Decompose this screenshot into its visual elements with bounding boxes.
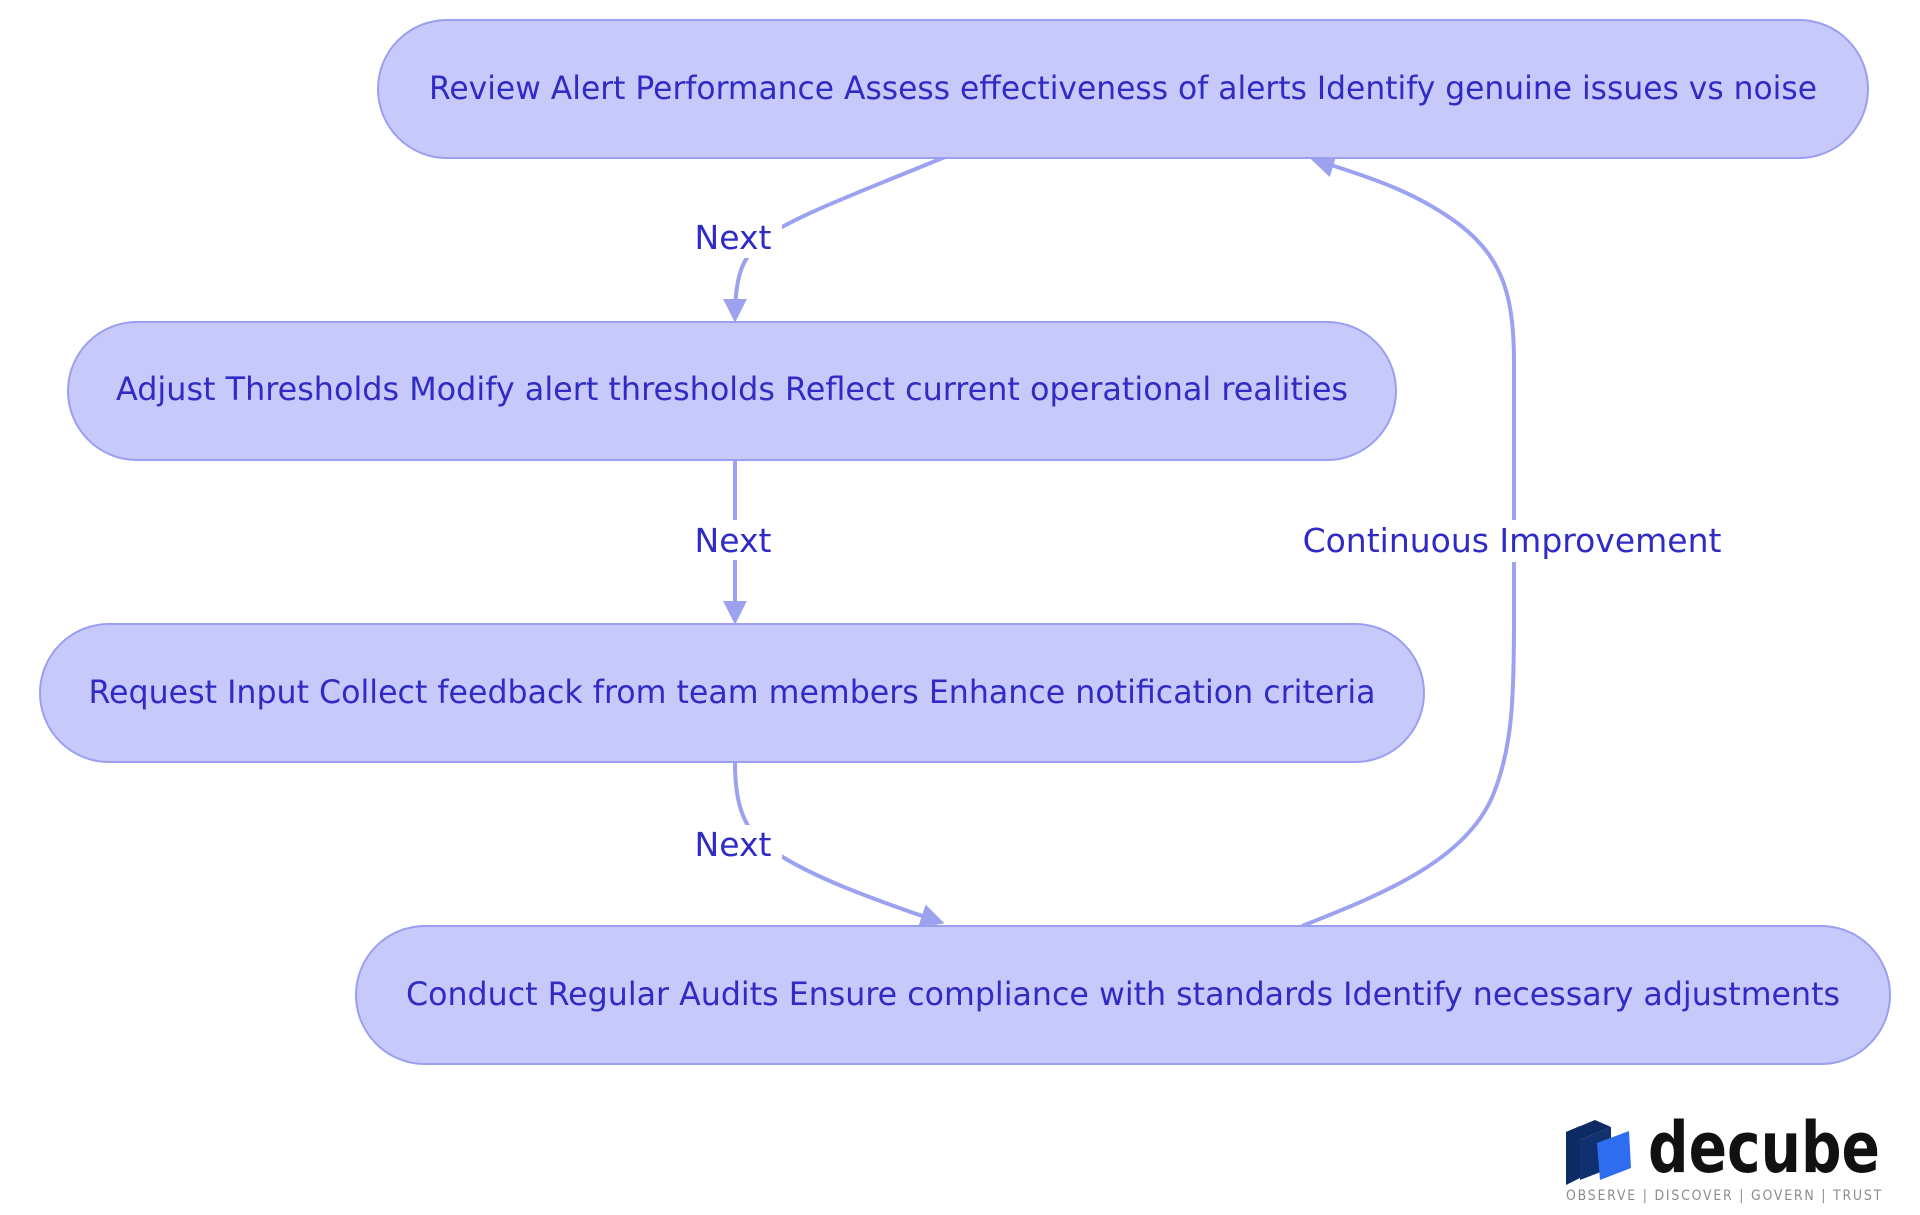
edge-audit-to-review	[1301, 154, 1516, 928]
node-request-label: Request Input Collect feedback from team…	[89, 673, 1376, 711]
edge-label-next-3: Next	[695, 825, 772, 864]
node-adjust-thresholds: Adjust Thresholds Modify alert threshold…	[67, 321, 1397, 461]
node-adjust-label: Adjust Thresholds Modify alert threshold…	[116, 370, 1348, 408]
logo-wordmark: decube	[1648, 1107, 1880, 1189]
edge-label-next-2: Next	[695, 521, 772, 560]
node-review-alert-performance: Review Alert Performance Assess effectiv…	[377, 19, 1869, 159]
node-review-label: Review Alert Performance Assess effectiv…	[429, 69, 1817, 107]
node-request-input: Request Input Collect feedback from team…	[39, 623, 1425, 763]
node-conduct-regular-audits: Conduct Regular Audits Ensure compliance…	[355, 925, 1891, 1065]
edge-label-next-1: Next	[695, 218, 772, 257]
decube-cube-icon	[1566, 1120, 1631, 1185]
decube-logo: decube OBSERVE | DISCOVER | GOVERN | TRU…	[1566, 1107, 1883, 1204]
node-audit-label: Conduct Regular Audits Ensure compliance…	[406, 975, 1840, 1013]
logo-tagline: OBSERVE | DISCOVER | GOVERN | TRUST	[1566, 1188, 1883, 1204]
edge-label-continuous-improvement: Continuous Improvement	[1303, 521, 1722, 560]
